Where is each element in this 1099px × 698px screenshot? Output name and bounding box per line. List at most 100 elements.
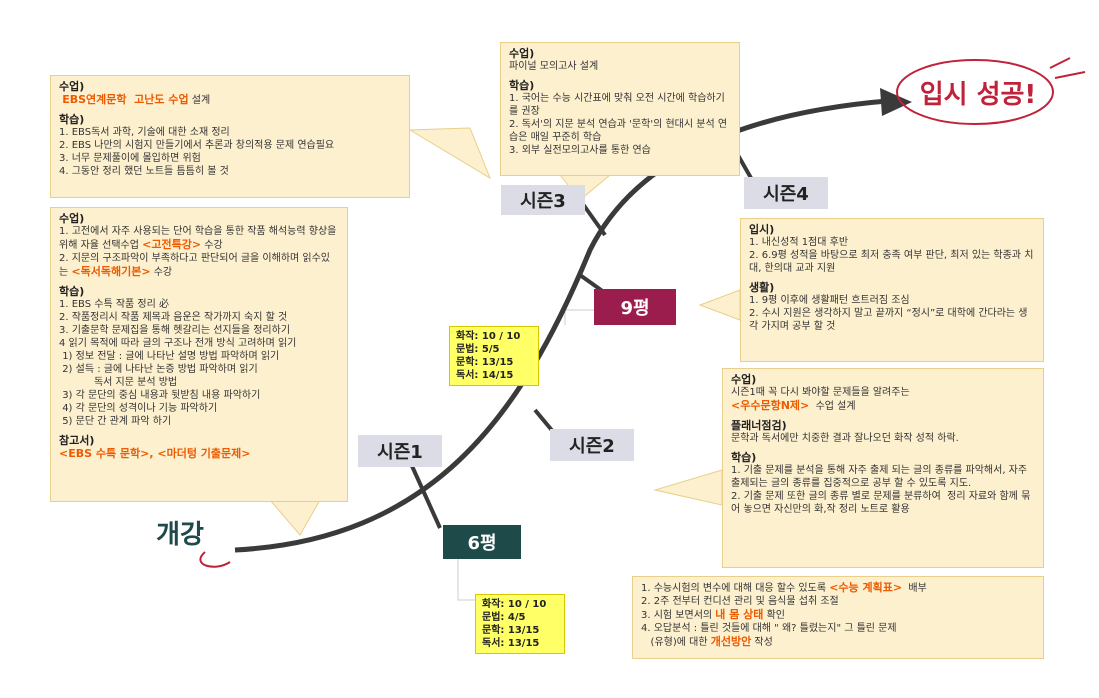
- goal-mark-2: [1054, 71, 1086, 79]
- start-underline: [199, 551, 231, 568]
- highlight-text: 개선방안: [710, 635, 752, 648]
- goal-label: 입시 성공!: [919, 79, 1037, 110]
- note-line: 4) 각 문단의 성격이나 기능 파악하기: [59, 403, 218, 414]
- note-line: 1. 국어는 수능 시간표에 맞춰 오전 시간에 학습하기를 권장: [509, 93, 725, 117]
- note-heading: 수업): [59, 212, 85, 225]
- note-line: 2) 설득 : 글에 나타난 논증 방법 파악하며 읽기: [59, 364, 258, 375]
- note-text: 수업 설계: [809, 401, 856, 412]
- note-line: 독서 지문 분석 방법: [59, 377, 178, 388]
- note-heading: 플래너점검): [731, 419, 787, 432]
- note-text: 설계: [188, 95, 211, 106]
- timeline-curve: [234, 97, 901, 553]
- note-text: (유형)에 대한: [641, 637, 711, 648]
- m6-connector: [457, 555, 480, 601]
- note-text: 수강: [150, 267, 173, 278]
- note-text: 2. 지문의 구조파악이 부족하다고 판단되어 글을 이해하며 읽수있는: [59, 253, 330, 278]
- highlight-text: EBS연계문학 고난도 수업: [62, 93, 189, 106]
- m9-connector: [564, 309, 595, 325]
- note-line: 2. 기출 문제 또한 글의 종류 별로 문제를 분류하여 정리 자료와 함께 …: [731, 491, 1031, 515]
- s1-pointer: [268, 499, 321, 536]
- note-heading: 생활): [749, 281, 775, 294]
- tick-s1-6: [410, 465, 442, 529]
- note-s1: 수업) 1. 고전에서 자주 사용되는 단어 학습을 통한 작품 해석능력 향상…: [50, 207, 348, 502]
- note-line: 3) 각 문단의 중심 내용과 뒷받침 내용 파악하기: [59, 390, 261, 401]
- note-heading: 참고서): [59, 434, 95, 447]
- season2-label: 시즌2: [550, 429, 634, 461]
- note-line: <우수문항N제> 수업 설계: [731, 399, 1035, 413]
- note-9: 입시) 1. 내신성적 1점대 후반 2. 6.9평 성적을 바탕으로 최저 충…: [740, 218, 1044, 362]
- season1-label: 시즌1: [358, 435, 442, 467]
- score-box-9: 화작: 10 / 10 문법: 5/5 문학: 13/15 독서: 14/15: [449, 326, 539, 386]
- note-text: 1. 고전에서 자주 사용되는 단어 학습을 통한 작품 해석능력 향상을 위해…: [59, 226, 340, 251]
- note-text: 3. 시험 보면서의: [641, 610, 716, 621]
- mock-exam-9-label: 9평: [594, 289, 676, 325]
- score-line: 독서: 13/15: [482, 638, 540, 649]
- note-line: 1. 내신성적 1점대 후반: [749, 237, 849, 248]
- note-line: 2. 작품정리시 작품 제목과 음운은 작가까지 숙지 할 것: [59, 312, 288, 323]
- note-heading: 학습): [509, 79, 535, 92]
- note-line: 2. EBS 나만의 시험지 만들기에서 추론과 창의적용 문제 연습필요: [59, 140, 335, 151]
- note-line: 1. 수능시험의 변수에 대해 대응 할수 있도록 <수능 계획표> 배부: [641, 581, 1035, 595]
- start-label: 개강: [156, 519, 204, 550]
- note-heading: 수업): [509, 47, 535, 60]
- note-text: 작성: [751, 637, 773, 648]
- highlight-text: <우수문항N제>: [731, 399, 810, 412]
- note-s1-top: 수업) EBS연계문학 고난도 수업 설계 학습) 1. EBS독서 과학, 기…: [50, 75, 410, 198]
- note-heading: 입시): [749, 223, 775, 236]
- note-heading: 학습): [59, 113, 85, 126]
- score-line: 화작: 10 / 10: [482, 599, 547, 610]
- note-line: 1. 9평 이후에 생활패턴 흐트러짐 조심: [749, 295, 910, 306]
- highlight-text: 내 몸 상태: [715, 608, 764, 621]
- note-line: 2. 6.9평 성적을 바탕으로 최저 충족 여부 판단, 최저 있는 학종과 …: [749, 250, 1034, 274]
- note-text: 1. 수능시험의 변수에 대해 대응 할수 있도록: [641, 583, 830, 594]
- note-text: 수강: [201, 240, 223, 251]
- goal-circle: [896, 59, 1054, 125]
- note-line: 3. 시험 보면서의 내 몸 상태 확인: [641, 608, 1035, 622]
- note-line: 4. 그동안 정리 했던 노트들 틈틈히 볼 것: [59, 166, 229, 177]
- note-heading: 학습): [59, 285, 85, 298]
- note-heading: 수업): [59, 80, 85, 93]
- note-line: 1. 기출 문제를 분석을 통해 자주 출제 되는 글의 종류를 파악해서, 자…: [731, 465, 1031, 489]
- highlight-text: <독서독해기본>: [71, 265, 151, 278]
- season4-label: 시즌4: [744, 177, 828, 209]
- highlight-text: <고전특강>: [142, 238, 202, 251]
- note-line: 3. 외부 실전모의고사를 통한 연습: [509, 145, 651, 156]
- note-line: 1. EBS독서 과학, 기술에 대한 소재 정리: [59, 127, 230, 138]
- note-line: 1) 정보 전달 : 글에 나타난 설명 방법 파악하며 읽기: [59, 351, 280, 362]
- note-heading: 학습): [731, 451, 757, 464]
- note-line: 2. 독서'의 지문 분석 연습과 '문학'의 현대시 분석 연습은 매일 꾸준…: [509, 119, 728, 143]
- score-line: 문법: 4/5: [482, 612, 526, 623]
- mock-exam-6-label: 6평: [443, 525, 521, 559]
- score-line: 문법: 5/5: [456, 344, 500, 355]
- score-line: 문학: 13/15: [482, 625, 540, 636]
- note-line: 2. 2주 전부터 컨디션 관리 및 음식물 섭취 조절: [641, 596, 839, 607]
- m9-pointer: [698, 289, 741, 321]
- note-line: 파이널 모의고사 설계: [509, 61, 599, 72]
- score-line: 화작: 10 / 10: [456, 331, 521, 342]
- note-line: 1. 고전에서 자주 사용되는 단어 학습을 통한 작품 해석능력 향상을 위해…: [59, 225, 339, 252]
- goal-mark-1: [1049, 57, 1071, 69]
- note-heading: 수업): [731, 373, 757, 386]
- note-line: 문학과 독서에만 치중한 결과 잘나오던 화작 성적 하락.: [731, 433, 959, 444]
- note-line: 2. 지문의 구조파악이 부족하다고 판단되어 글을 이해하며 읽수있는 <독서…: [59, 252, 339, 279]
- timeline-arrowhead: [880, 88, 912, 116]
- score-line: 독서: 14/15: [456, 370, 514, 381]
- note-line: 시즌1때 꼭 다시 봐야할 문제들을 알려주는: [731, 387, 910, 398]
- note-s3: 수업) 파이널 모의고사 설계 학습) 1. 국어는 수능 시간표에 맞춰 오전…: [500, 42, 740, 176]
- note-line: 4. 오답분석 : 틀린 것들에 대해 " 왜? 틀렸는지" 그 틀린 문제: [641, 623, 897, 634]
- note-text: 확인: [763, 610, 786, 621]
- note-line: EBS연계문학 고난도 수업 설계: [59, 93, 401, 107]
- reference-books: <EBS 수특 문학>, <마더텅 기출문제>: [59, 447, 251, 460]
- note-line: (유형)에 대한 개선방안 작성: [641, 635, 1035, 649]
- note-line: 3. 너무 문제풀이에 몰입하면 위험: [59, 153, 201, 164]
- s1top-pointer: [408, 127, 492, 180]
- note-6: 1. 수능시험의 변수에 대해 대응 할수 있도록 <수능 계획표> 배부 2.…: [632, 576, 1044, 659]
- note-text: 배부: [902, 583, 927, 594]
- score-line: 문학: 13/15: [456, 357, 514, 368]
- score-box-6: 화작: 10 / 10 문법: 4/5 문학: 13/15 독서: 13/15: [475, 594, 565, 654]
- note-line: 2. 수시 지원은 생각하지 말고 끝까지 “정시”로 대학에 간다라는 생각 …: [749, 308, 1028, 332]
- note-line: 4 읽기 목적에 따라 글의 구조나 전개 방식 고려하며 읽기: [59, 338, 297, 349]
- highlight-text: <수능 계획표>: [829, 581, 903, 594]
- season3-label: 시즌3: [501, 185, 585, 215]
- note-line: 1. EBS 수특 작품 정리 必: [59, 299, 169, 310]
